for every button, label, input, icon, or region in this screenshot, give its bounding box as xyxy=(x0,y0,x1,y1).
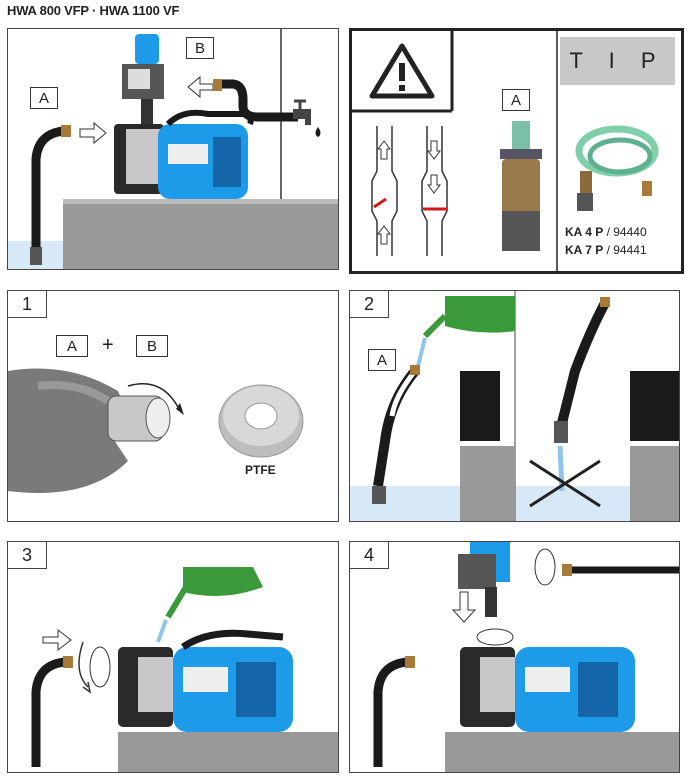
fill-hose-illustration xyxy=(350,291,679,521)
step-number: 1 xyxy=(8,291,47,318)
accessory-code: / 94441 xyxy=(606,243,647,257)
step-2-panel: 2 A xyxy=(349,290,680,522)
step-1-panel: 1 A + B PTFE xyxy=(7,290,339,522)
step-number: 3 xyxy=(8,542,47,569)
document-title: HWA 800 VFP · HWA 1100 VF xyxy=(7,3,180,18)
check-valve-illustration xyxy=(352,31,659,271)
warning-tip-panel: A T I P KA 4 P / 94440 KA 7 P / 94441 xyxy=(349,28,684,274)
accessory-model: KA 4 P xyxy=(565,225,604,239)
label-a: A xyxy=(56,335,88,357)
step-4-panel: 4 xyxy=(349,541,680,773)
label-a: A xyxy=(30,87,58,109)
step-number: 4 xyxy=(350,542,389,569)
label-b: B xyxy=(136,335,168,357)
accessory-model: KA 7 P xyxy=(565,243,604,257)
setup-illustration xyxy=(8,29,338,269)
attach-controller-illustration xyxy=(373,542,679,772)
prime-pump-illustration xyxy=(31,567,338,772)
plus-sign: + xyxy=(102,334,114,356)
label-a: A xyxy=(502,89,530,111)
ptfe-label: PTFE xyxy=(245,463,276,477)
label-b: B xyxy=(186,37,214,59)
accessory-item-2: KA 7 P / 94441 xyxy=(565,243,647,257)
setup-overview-panel: A B xyxy=(7,28,339,270)
step-3-panel: 3 xyxy=(7,541,339,773)
label-a: A xyxy=(368,349,396,371)
step-number: 2 xyxy=(350,291,389,318)
accessory-item-1: KA 4 P / 94440 xyxy=(565,225,647,239)
ptfe-tape-illustration xyxy=(8,368,304,493)
accessory-code: / 94440 xyxy=(606,225,647,239)
tip-heading: T I P xyxy=(560,37,675,85)
